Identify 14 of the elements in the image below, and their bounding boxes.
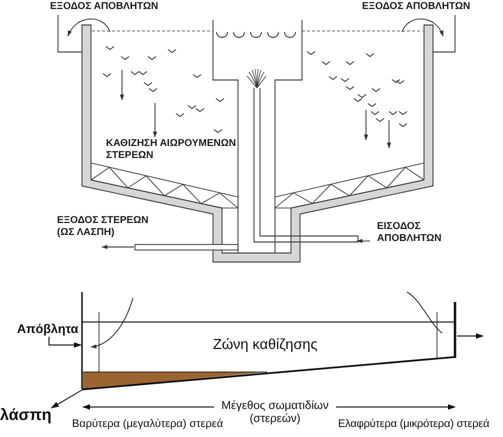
end-label: Βαρύτερα (μεγαλύτερα) στερεά — [72, 418, 224, 431]
outlet-label: ΕΞΟΔΟΣ ΑΠΟΒΛΗΤΩΝ — [50, 1, 160, 12]
sludge-outlet-label: ΕΞΟΔΟΣ ΣΤΕΡΕΩΝ (ΩΣ ΛΑΣΠΗ) — [57, 215, 150, 238]
end-label: Ελαφρύτερα (μικρότερα) στερεά — [338, 418, 490, 431]
inflow-label: Απόβλητα — [17, 323, 78, 337]
outlet-label: ΕΞΟΔΟΣ ΑΠΟΒΛΗΤΩΝ — [362, 1, 472, 12]
sludge-label: λάσπη — [0, 407, 52, 425]
settling-note: ΚΑΘΙΖΗΣΗ ΑΙΩΡΟΥΜΕΝΩΝ ΣΤΕΡΕΩΝ — [106, 138, 238, 161]
inlet-label: ΕΙΣΟΔΟΣ ΑΠΟΒΛΗΤΩΝ — [377, 221, 443, 244]
arrow — [50, 390, 82, 408]
arrow — [48, 336, 82, 348]
zone-label: Ζώνη καθίζησης — [213, 337, 318, 354]
settling-tank — [81, 290, 457, 392]
arrow — [456, 333, 484, 339]
